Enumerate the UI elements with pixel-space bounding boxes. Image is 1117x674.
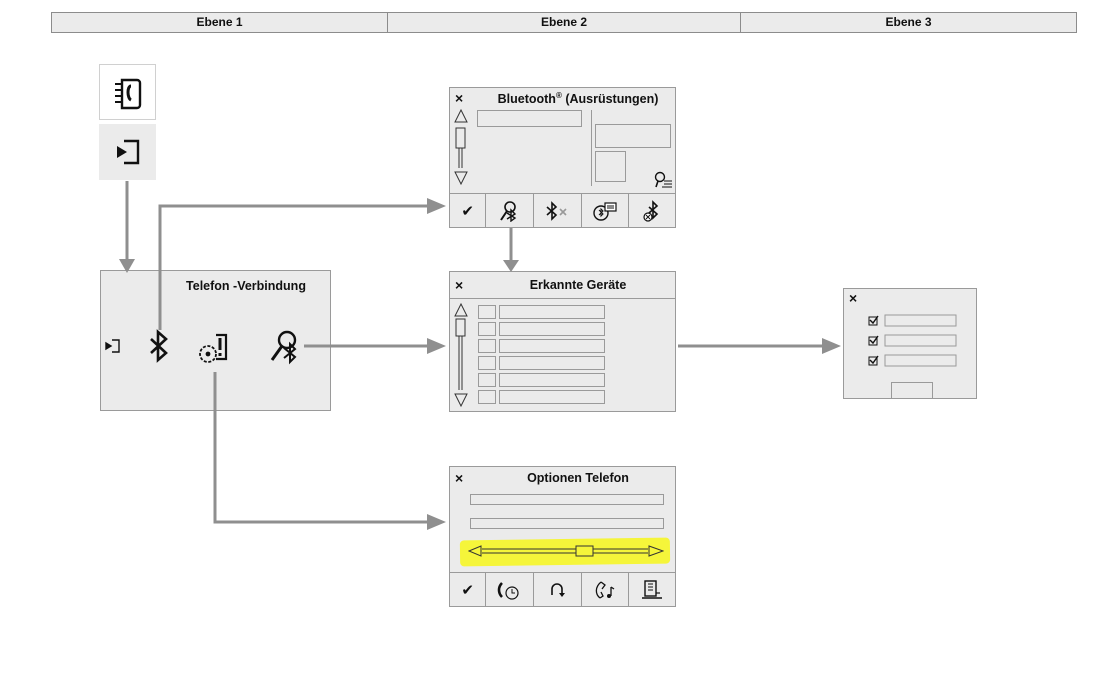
close-icon[interactable]: ×: [455, 277, 464, 293]
title-sup: ®: [555, 91, 562, 100]
list-item-icon[interactable]: [478, 390, 496, 404]
scrollbar[interactable]: [453, 302, 469, 408]
bluetooth-search-icon: [500, 201, 517, 222]
checkbox-item[interactable]: [868, 314, 957, 327]
source-small-icon[interactable]: [105, 339, 120, 353]
checkbox-panel: ×: [843, 288, 977, 399]
volume-slider[interactable]: [468, 543, 664, 561]
refresh-icon: [551, 583, 566, 597]
phonebook-button[interactable]: [99, 64, 156, 120]
title-main: Bluetooth: [497, 92, 556, 107]
bluetooth-delete-icon: [643, 200, 659, 222]
scrollbar[interactable]: [453, 108, 469, 188]
list-item[interactable]: [499, 305, 605, 319]
toolbar: ✔: [450, 572, 675, 607]
source-input-icon: [117, 139, 140, 165]
phone-memory-button[interactable]: [627, 573, 675, 607]
header-level-2: Ebene 2: [387, 12, 741, 33]
close-icon[interactable]: ×: [455, 470, 464, 486]
call-log-button[interactable]: [485, 573, 532, 607]
header-level-3: Ebene 3: [740, 12, 1077, 33]
panel-title: Bluetooth® (Ausrüstungen): [480, 91, 676, 106]
optionen-telefon-panel: × Optionen Telefon ✔: [449, 466, 676, 607]
phone-settings-icon[interactable]: [199, 333, 228, 363]
bluetooth-profile-icon: [593, 202, 617, 221]
checkmark-icon: ✔: [461, 582, 474, 599]
phonebook-icon: [115, 78, 142, 110]
bt-profile-button[interactable]: [580, 194, 628, 228]
refresh-button[interactable]: [532, 573, 581, 607]
telefon-icons: [105, 329, 297, 365]
header-level-1: Ebene 1: [51, 12, 388, 33]
info-field[interactable]: [595, 124, 671, 148]
bt-disconnect-button[interactable]: [532, 194, 581, 228]
arrow-settings-to-optionen: [213, 372, 430, 524]
source-button[interactable]: [99, 124, 156, 180]
list-item-icon[interactable]: [478, 373, 496, 387]
list-item[interactable]: [499, 322, 605, 336]
panel-title: Telefon -Verbindung: [186, 279, 306, 293]
divider: [450, 298, 675, 299]
list-item-icon[interactable]: [478, 339, 496, 353]
search-list-icon[interactable]: [652, 170, 674, 190]
list-item-icon[interactable]: [478, 305, 496, 319]
close-icon[interactable]: ×: [455, 90, 464, 106]
erkannte-geraete-panel: × Erkannte Geräte: [449, 271, 676, 412]
phone-memory-icon: [641, 580, 662, 599]
call-log-icon: [498, 582, 520, 600]
list-item[interactable]: [499, 339, 605, 353]
bt-search-button[interactable]: [485, 194, 532, 228]
list-item-icon[interactable]: [478, 356, 496, 370]
ok-button[interactable]: [891, 382, 933, 399]
arrow-bluetooth-to-panel: [158, 204, 430, 330]
bluetooth-disconnect-icon: [546, 201, 567, 221]
option-field-1[interactable]: [470, 494, 664, 505]
bluetooth-icon[interactable]: [150, 329, 168, 363]
toolbar: ✔: [450, 193, 675, 228]
checkbox-list: [868, 314, 957, 367]
confirm-button[interactable]: ✔: [450, 194, 485, 228]
bluetooth-panel: × Bluetooth® (Ausrüstungen) ✔: [449, 87, 676, 228]
close-icon[interactable]: ×: [849, 290, 858, 306]
image-field: [595, 151, 626, 182]
bluetooth-search-icon[interactable]: [270, 330, 297, 365]
device-field[interactable]: [477, 110, 582, 127]
ringtone-icon: [595, 581, 615, 599]
checkbox-item[interactable]: [868, 354, 957, 367]
divider: [591, 110, 592, 186]
confirm-button[interactable]: ✔: [450, 573, 485, 607]
option-field-2[interactable]: [470, 518, 664, 529]
checkbox-item[interactable]: [868, 334, 957, 347]
panel-title: Erkannte Geräte: [529, 278, 627, 292]
ringtone-button[interactable]: [580, 573, 628, 607]
list-item[interactable]: [499, 356, 605, 370]
list-item[interactable]: [499, 390, 605, 404]
list-item[interactable]: [499, 373, 605, 387]
title-rest: (Ausrüstungen): [561, 92, 659, 107]
list-item-icon[interactable]: [478, 322, 496, 336]
checkmark-icon: ✔: [461, 203, 474, 220]
panel-title: Optionen Telefon: [527, 471, 629, 485]
bt-delete-button[interactable]: [627, 194, 675, 228]
